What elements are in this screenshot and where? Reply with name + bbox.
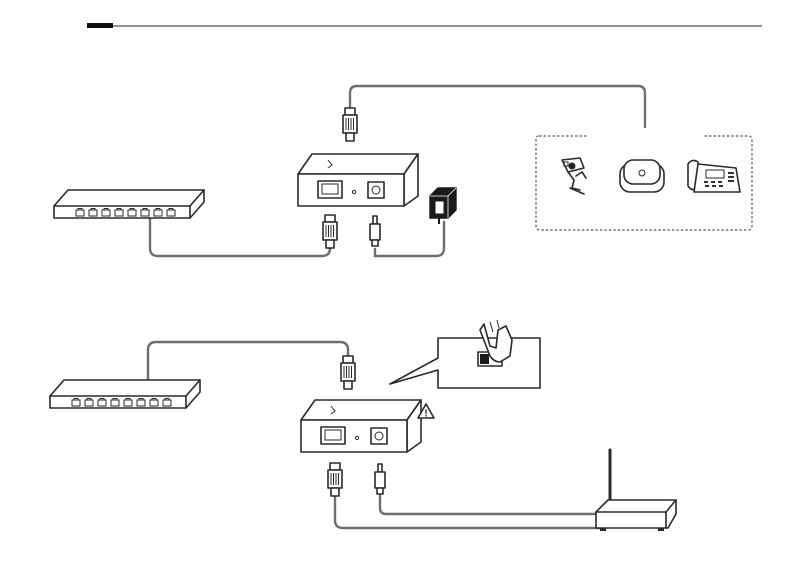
power-cable: [375, 222, 444, 256]
poe-splitter-scenario: !: [50, 320, 676, 531]
ethernet-cable-to-devices: [350, 86, 645, 127]
access-point: [620, 160, 664, 192]
ip-camera: [562, 158, 586, 194]
network-switch: [54, 190, 204, 218]
poe-injector: [298, 154, 418, 206]
warning-symbol: !: [424, 409, 427, 420]
rj45-plug-bottom-2: [328, 463, 342, 496]
ethernet-cable-to-switch-2: [148, 342, 348, 380]
dc-plug: [370, 216, 380, 246]
ethernet-cable-to-router: [335, 495, 600, 528]
wireless-router: [596, 450, 676, 531]
ip-phone: [688, 160, 740, 192]
rj45-plug-top: [343, 108, 357, 141]
dip-switch-callout: [390, 320, 540, 388]
network-switch-2: [50, 380, 200, 408]
poe-supply-scenario: [54, 86, 752, 256]
dc-plug-2: [375, 464, 385, 494]
power-adapter: [430, 188, 456, 224]
power-cable-to-router: [380, 495, 600, 514]
rj45-plug-bottom: [323, 215, 337, 248]
ethernet-cable-to-switch: [150, 218, 330, 256]
header-accent-bar: [87, 23, 113, 28]
rj45-plug-top-2: [341, 356, 355, 389]
poe-injector-2: [301, 400, 421, 452]
